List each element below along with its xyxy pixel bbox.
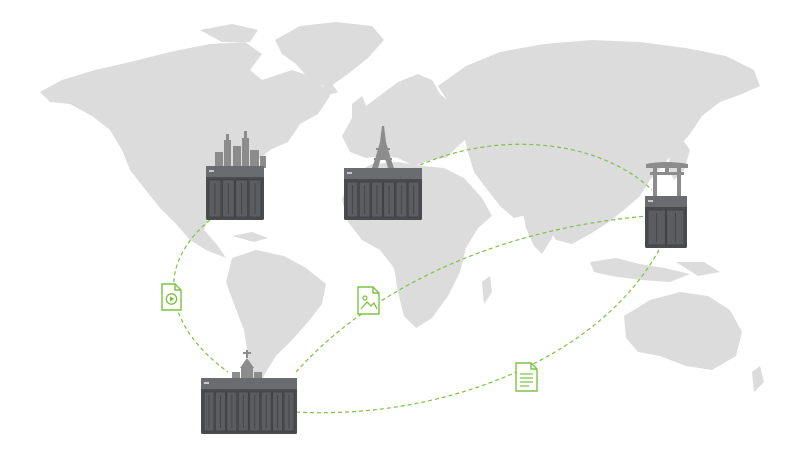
nas-status-led	[204, 382, 209, 384]
nas-north-america	[206, 166, 264, 220]
video-file-icon	[161, 283, 182, 311]
link-south-america-east-asia	[295, 247, 661, 414]
nas-front-panel	[344, 168, 422, 179]
islands-indonesia	[590, 258, 690, 282]
image-file-icon	[357, 286, 380, 315]
nas-front-panel	[201, 378, 297, 389]
nas-status-led	[347, 172, 352, 174]
nas-status-led	[648, 200, 653, 202]
nas-east-asia	[645, 196, 687, 248]
island-madagascar	[482, 276, 492, 304]
eiffel-tower-icon	[372, 126, 394, 168]
nas-units	[201, 166, 687, 434]
subcontinent-india	[522, 204, 560, 254]
island-new-zealand	[752, 366, 764, 392]
island-arctic	[200, 24, 258, 42]
island-caribbean	[232, 232, 268, 242]
continent-north-america	[40, 42, 330, 262]
skyscrapers-icon	[215, 131, 266, 168]
torii-gate-icon	[646, 162, 688, 198]
continent-asia	[438, 40, 760, 244]
continent-europe	[342, 74, 472, 166]
church-icon	[232, 350, 262, 380]
nas-front-panel	[645, 196, 687, 207]
sync-links	[173, 143, 661, 414]
island-britain	[352, 96, 368, 122]
island-new-guinea	[676, 262, 720, 276]
continent-australia	[624, 292, 742, 370]
island-iceland	[318, 84, 338, 96]
continent-greenland	[275, 22, 384, 88]
nas-front-panel	[206, 166, 264, 177]
nas-status-led	[209, 170, 214, 172]
island-japan	[668, 136, 690, 180]
nas-europe	[344, 168, 422, 220]
link-south-america-africa-asia	[295, 215, 649, 373]
nas-south-america	[201, 378, 297, 434]
link-europe-east-asia	[419, 143, 653, 191]
document-file-icon	[515, 362, 538, 392]
